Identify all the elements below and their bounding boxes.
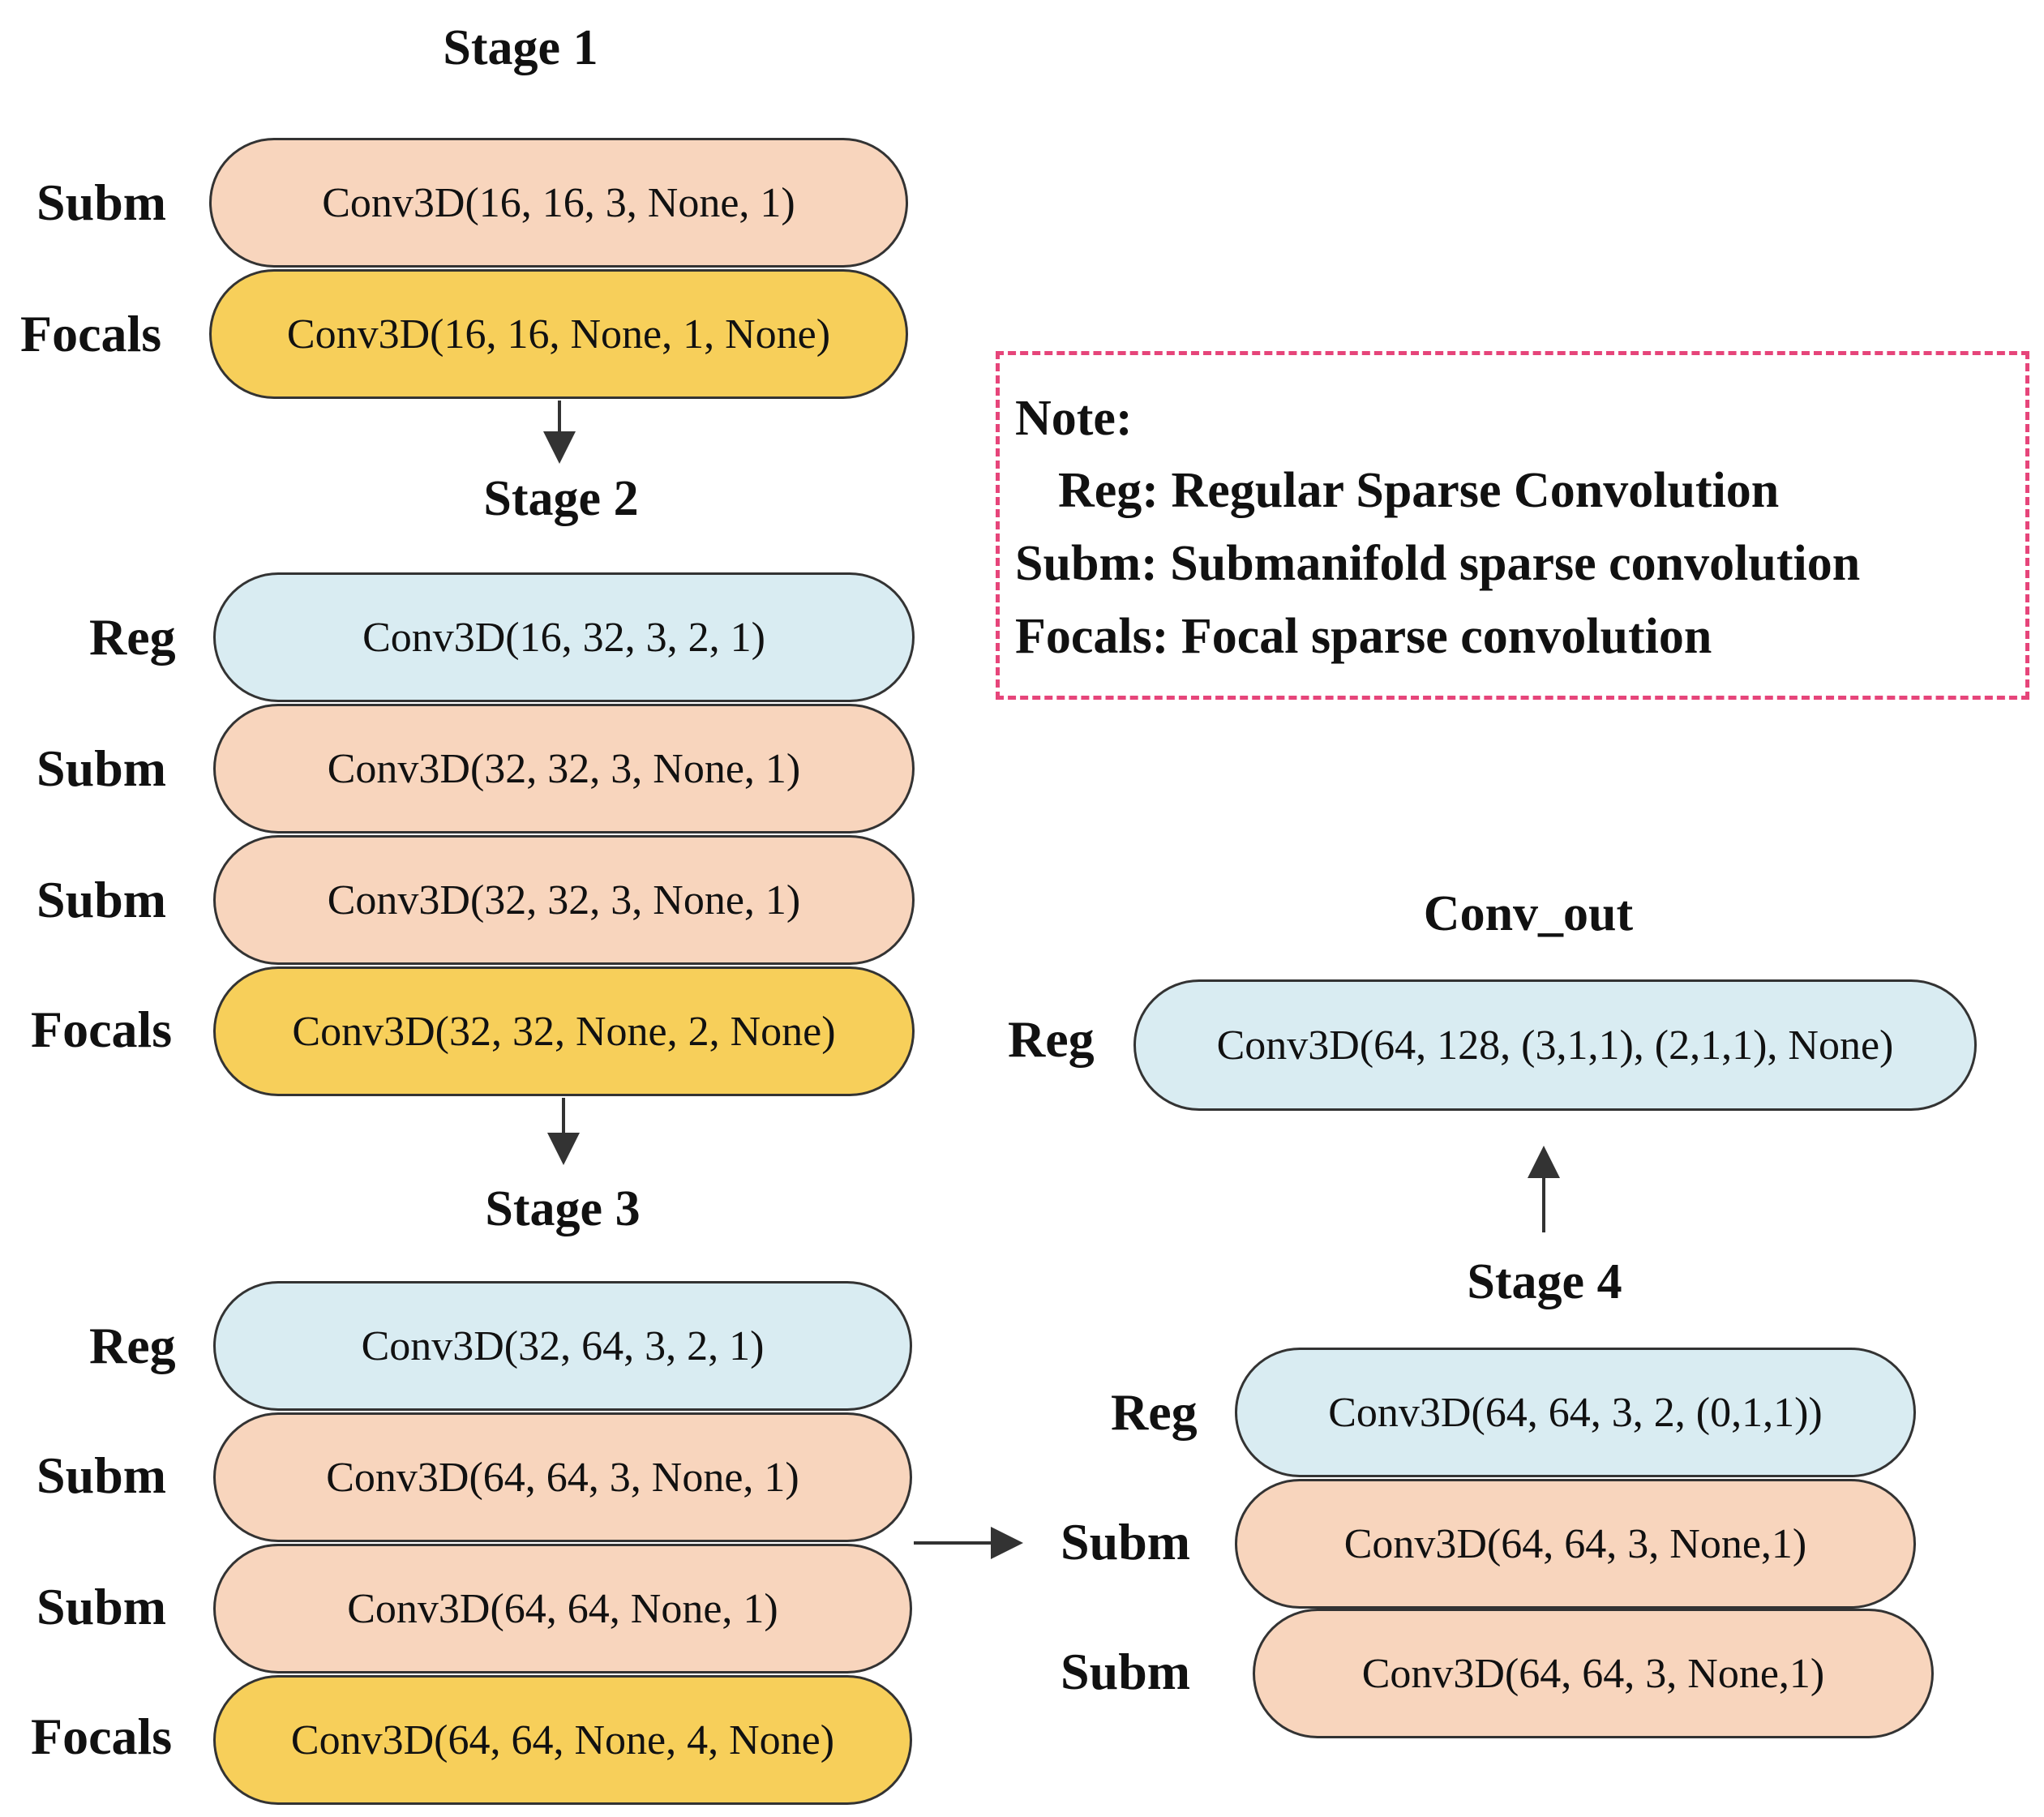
stage-1-title: Stage 1 (443, 20, 598, 75)
note-line-subm: Subm: Submanifold sparse convolution (1015, 536, 1861, 591)
stage-2-subm-block-1: Conv3D(32, 32, 3, None, 1) (213, 704, 915, 834)
conv-out-reg-block: Conv3D(64, 128, (3,1,1), (2,1,1), None) (1133, 979, 1977, 1111)
stage-4-row-3-label: Subm (1061, 1643, 1191, 1700)
stage-3-row-2-label: Subm (36, 1446, 167, 1504)
stage-2-row-1-label: Reg (89, 608, 176, 666)
stage-2-reg-block: Conv3D(16, 32, 3, 2, 1) (213, 572, 915, 702)
stage-3-subm-block-1: Conv3D(64, 64, 3, None, 1) (213, 1412, 912, 1542)
note-heading: Note: (1015, 391, 1133, 446)
stage-1-subm-block: Conv3D(16, 16, 3, None, 1) (209, 138, 908, 268)
stage-4-title: Stage 4 (1467, 1254, 1622, 1309)
stage-3-row-4-label: Focals (31, 1708, 173, 1765)
stage-4-subm-block-2: Conv3D(64, 64, 3, None,1) (1253, 1609, 1934, 1738)
stage-3-row-3-label: Subm (36, 1578, 167, 1635)
stage-1-row-2-label: Focals (20, 305, 162, 362)
arrow-stage2-to-stage3 (547, 1098, 580, 1165)
stage-2-focals-block: Conv3D(32, 32, None, 2, None) (213, 966, 915, 1096)
stage-1-focals-block: Conv3D(16, 16, None, 1, None) (209, 269, 908, 399)
stage-4-row-2-label: Subm (1061, 1513, 1191, 1571)
arrow-stage4-to-conv-out (1528, 1146, 1560, 1232)
stage-3-row-1-label: Reg (89, 1317, 176, 1374)
stage-2-row-2-label: Subm (36, 739, 167, 797)
conv-out-row-1-label: Reg (1008, 1010, 1095, 1068)
conv-out-title: Conv_out (1423, 886, 1634, 941)
stage-2-row-3-label: Subm (36, 871, 167, 928)
stage-4-row-1-label: Reg (1111, 1383, 1198, 1441)
stage-4-subm-block-1: Conv3D(64, 64, 3, None,1) (1235, 1479, 1916, 1609)
note-line-focals: Focals: Focal sparse convolution (1015, 609, 1712, 664)
arrow-stage3-to-stage4 (914, 1527, 1023, 1559)
stage-3-subm-block-2: Conv3D(64, 64, None, 1) (213, 1544, 912, 1673)
stage-1-row-1-label: Subm (36, 174, 167, 231)
stage-4-reg-block: Conv3D(64, 64, 3, 2, (0,1,1)) (1235, 1348, 1916, 1477)
stage-3-title: Stage 3 (485, 1181, 641, 1236)
arrow-stage1-to-stage2 (543, 401, 576, 464)
stage-2-subm-block-2: Conv3D(32, 32, 3, None, 1) (213, 835, 915, 965)
note-box (996, 351, 2029, 700)
stage-3-focals-block: Conv3D(64, 64, None, 4, None) (213, 1675, 912, 1805)
stage-2-title: Stage 2 (483, 471, 639, 526)
stage-3-reg-block: Conv3D(32, 64, 3, 2, 1) (213, 1281, 912, 1411)
note-line-reg: Reg: Regular Sparse Convolution (1058, 463, 1780, 518)
stage-2-row-4-label: Focals (31, 1001, 173, 1058)
